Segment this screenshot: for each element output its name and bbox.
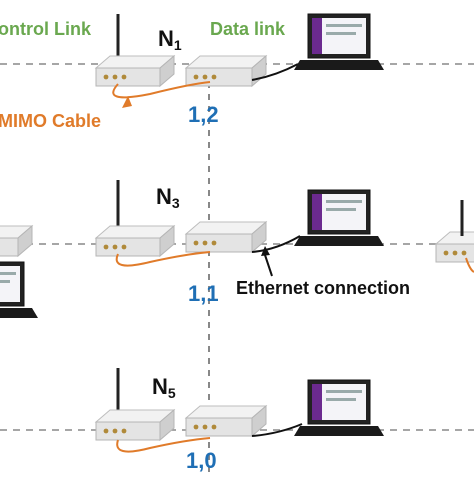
n1-usrp-b-port — [193, 74, 199, 80]
n1-usrp-b-port — [202, 74, 208, 80]
n5-usrp-b-port — [211, 424, 217, 430]
n1-usrp-a-port — [103, 74, 109, 80]
left-laptop-partial-screen — [0, 266, 20, 302]
n1-usrp-b-port — [211, 74, 217, 80]
n1-usrp-a-port — [121, 74, 127, 80]
n3-usrp-b-port — [211, 240, 217, 246]
n5-usrp-a-side — [159, 408, 175, 442]
n1-usrp-a-side — [159, 54, 175, 88]
ethernet-connection-label: Ethernet connection — [236, 278, 411, 298]
n5-laptop-screen-line — [326, 398, 356, 401]
n3-mimo-cable — [115, 251, 211, 267]
right-mimo-cable-partial — [465, 257, 474, 273]
left-laptop-partial-keyboard — [0, 308, 38, 318]
n1-laptop-screen-bar — [312, 18, 322, 54]
n5-usrp-b-port — [193, 424, 199, 430]
data-link-label: Data link — [210, 19, 286, 39]
node-n3-label: N3 — [156, 184, 180, 211]
node-n1-coordinate: 1,2 — [188, 102, 219, 127]
n3-usrp-b-port — [193, 240, 199, 246]
n3-laptop-screen-bar — [312, 194, 322, 230]
node-n5-label: N5 — [152, 374, 176, 401]
left-laptop-partial-screen-line — [0, 280, 10, 283]
n3-usrp-a-port — [103, 244, 109, 250]
n3-usrp-b-port — [202, 240, 208, 246]
n3-usrp-a-port — [121, 244, 127, 250]
n5-laptop-keyboard — [294, 426, 384, 436]
n5-usrp-b-port — [202, 424, 208, 430]
n3-usrp-a-side — [159, 224, 175, 258]
n5-laptop-screen-bar — [312, 384, 322, 420]
mimo-cable-label: MIMO Cable — [0, 111, 102, 131]
n3-laptop-keyboard — [294, 236, 384, 246]
ethernet-arrow-line — [264, 254, 273, 277]
node-n3-coordinate: 1,1 — [188, 281, 219, 306]
n3-usrp-a-port — [112, 244, 118, 250]
n1-ethernet — [251, 63, 299, 81]
n5-laptop-screen-line — [326, 390, 362, 393]
n5-ethernet — [251, 423, 303, 437]
node-n5-coordinate: 1,0 — [186, 448, 217, 473]
n5-usrp-a-port — [121, 428, 127, 434]
n3-usrp-b-side — [251, 220, 267, 254]
n5-mimo-cable — [116, 437, 211, 453]
n3-ethernet — [251, 235, 301, 253]
n1-laptop-keyboard — [294, 60, 384, 70]
n1-laptop-screen-line — [326, 24, 362, 27]
n3-laptop-screen-line — [326, 200, 362, 203]
right-usrp-partial-port — [443, 250, 449, 256]
n1-mimo-cable — [112, 81, 211, 99]
left-usrp-partial-side — [17, 224, 33, 258]
n5-usrp-a-port — [112, 428, 118, 434]
node-n1-label: N1 — [158, 26, 182, 53]
right-usrp-partial-top — [434, 231, 474, 245]
right-usrp-partial-port — [452, 250, 458, 256]
left-usrp-partial-front — [0, 237, 19, 257]
right-usrp-partial-port — [461, 250, 467, 256]
n5-usrp-b-side — [251, 404, 267, 438]
control-link-label: ontrol Link — [0, 19, 91, 39]
n1-usrp-a-port — [112, 74, 118, 80]
n3-laptop-screen-line — [326, 208, 356, 211]
mimo-arrow — [122, 96, 132, 108]
n5-usrp-a-port — [103, 428, 109, 434]
ethernet-arrow-head — [261, 246, 270, 256]
left-laptop-partial-screen-line — [0, 272, 16, 275]
n1-laptop-screen-line — [326, 32, 356, 35]
